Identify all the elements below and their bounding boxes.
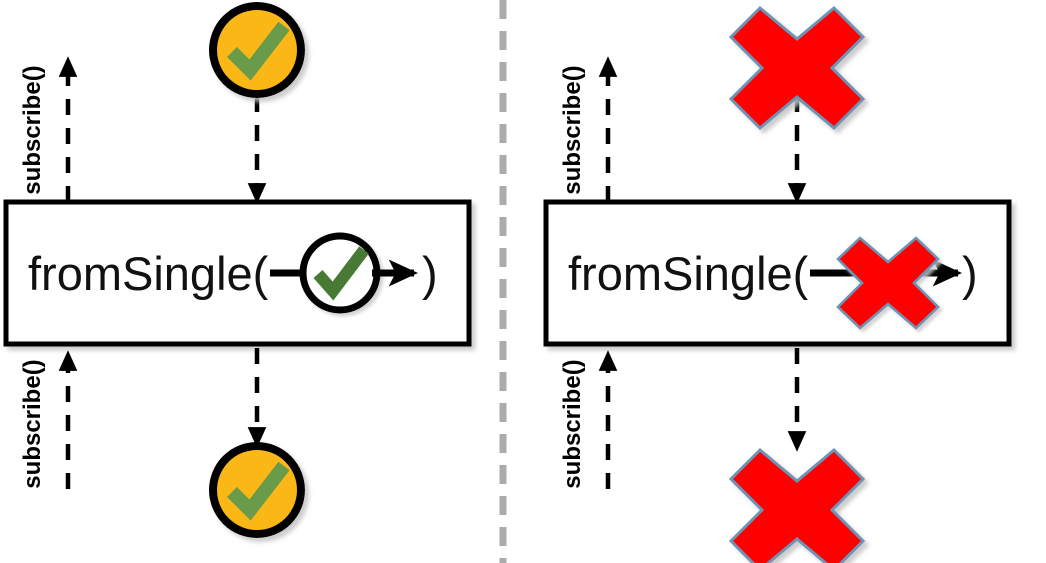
success-marble (209, 442, 305, 538)
subscribe-label: subscribe() (559, 359, 586, 488)
error-marble (728, 447, 866, 563)
success-source-timeline: subscribe() (19, 2, 471, 204)
inner-success-marble (299, 232, 381, 314)
error-source-timeline: subscribe() (559, 5, 1012, 204)
check-icon (313, 246, 369, 301)
check-icon (227, 21, 290, 81)
success-result-timeline: subscribe() (19, 348, 471, 538)
subscribe-label: subscribe() (19, 359, 46, 488)
cross-icon (836, 236, 940, 330)
operator-label-open: fromSingle( (28, 247, 269, 300)
operator-label-close: ) (422, 247, 438, 300)
error-operator-box: fromSingle( ) (543, 199, 1012, 347)
panel-success: subscribe() fromSingle( (3, 2, 472, 538)
cross-icon (728, 447, 866, 563)
success-marble (209, 2, 305, 98)
subscribe-label: subscribe() (559, 65, 586, 194)
inner-error-marble (836, 236, 940, 330)
cross-icon (728, 5, 866, 131)
subscribe-label: subscribe() (19, 65, 46, 194)
operator-label-close: ) (962, 247, 978, 300)
check-icon (227, 461, 290, 521)
error-result-timeline: subscribe() (559, 348, 1012, 563)
success-operator-box: fromSingle( ) (3, 199, 472, 347)
error-marble (728, 5, 866, 131)
operator-label-open: fromSingle( (568, 247, 809, 300)
panel-error: subscribe() fromSingle( ) (543, 5, 1012, 563)
